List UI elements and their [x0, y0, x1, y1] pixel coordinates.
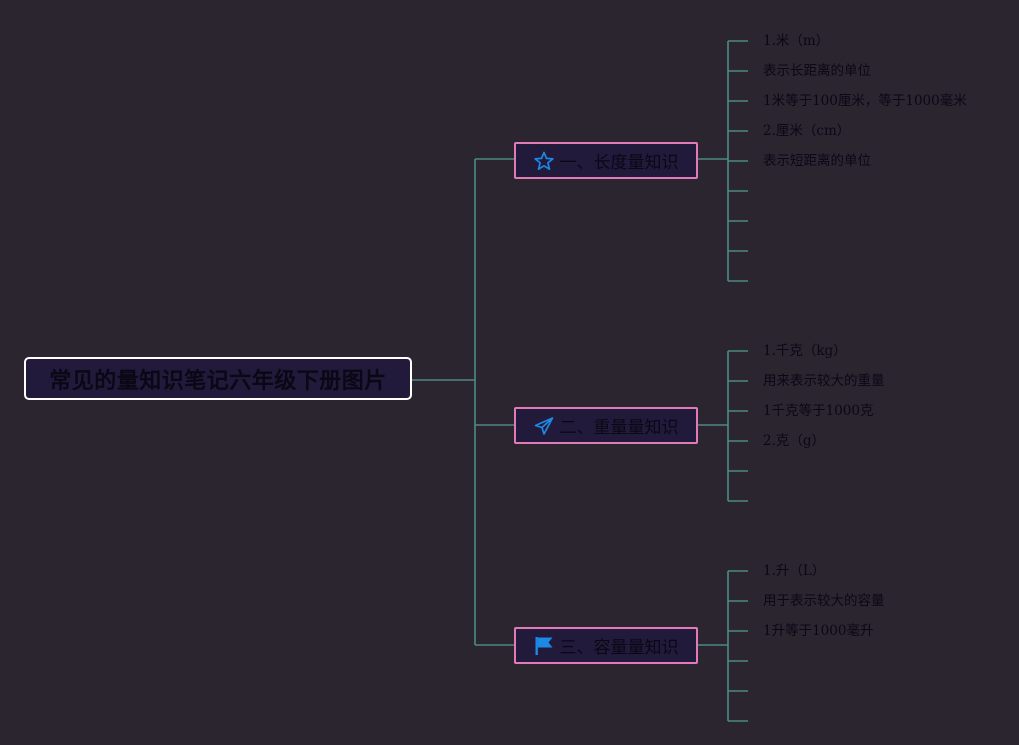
branch-weight-label: 二、重量量知识 — [559, 418, 679, 438]
branch-capacity-label: 三、容量量知识 — [559, 638, 679, 658]
leaf-capacity-3[interactable]: 1升等于1000毫升 — [763, 623, 874, 639]
leaf-length-4[interactable]: 2.厘米（cm） — [763, 123, 851, 139]
branch-length[interactable]: 一、长度量知识 — [514, 142, 698, 179]
branch-capacity[interactable]: 三、容量量知识 — [514, 627, 698, 664]
star-icon — [533, 151, 554, 171]
leaf-capacity-1[interactable]: 1.升（L） — [763, 563, 826, 579]
leaf-length-1[interactable]: 1.米（m） — [763, 33, 830, 49]
paper-plane-icon — [534, 416, 554, 436]
root-topic[interactable]: 常见的量知识笔记六年级下册图片 — [24, 357, 412, 400]
flag-icon — [534, 636, 554, 656]
leaf-weight-4[interactable]: 2.克（g） — [763, 433, 826, 449]
branch-length-label: 一、长度量知识 — [559, 153, 679, 173]
root-topic-label: 常见的量知识笔记六年级下册图片 — [49, 368, 387, 394]
leaf-capacity-2[interactable]: 用于表示较大的容量 — [763, 593, 885, 609]
leaf-length-5[interactable]: 表示短距离的单位 — [763, 153, 871, 169]
leaf-length-3[interactable]: 1米等于100厘米，等于1000毫米 — [763, 93, 967, 109]
leaf-length-2[interactable]: 表示长距离的单位 — [763, 63, 871, 79]
leaf-weight-2[interactable]: 用来表示较大的重量 — [763, 373, 885, 389]
branch-weight[interactable]: 二、重量量知识 — [514, 407, 698, 444]
leaf-weight-1[interactable]: 1.千克（kg） — [763, 343, 847, 359]
leaf-weight-3[interactable]: 1千克等于1000克 — [763, 403, 874, 419]
